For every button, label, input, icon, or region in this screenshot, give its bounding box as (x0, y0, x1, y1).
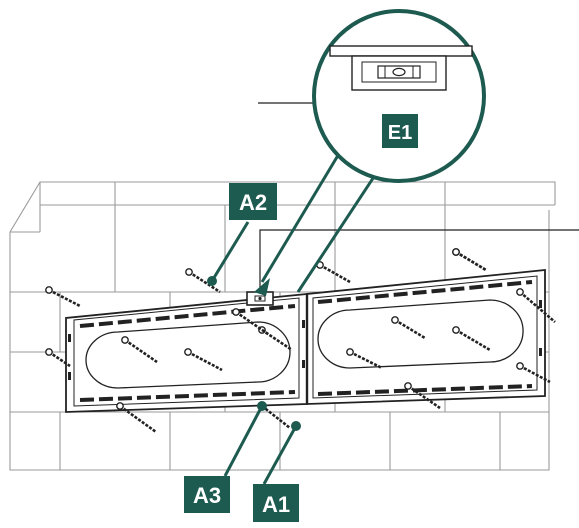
leader-dot-a1 (291, 421, 301, 431)
screw-shaft (519, 364, 551, 384)
screw-anchor-icon (45, 286, 81, 308)
label-e1-text: E1 (388, 122, 412, 144)
bracket-plate-right (306, 269, 546, 405)
wall-bracket (65, 269, 546, 413)
screw-head (45, 286, 53, 294)
zoom-connector (260, 151, 387, 293)
screw-head (346, 348, 354, 356)
screw-head (516, 362, 524, 370)
arrow-head-icon (254, 278, 270, 296)
screw-head (452, 248, 460, 256)
screw-shaft (124, 338, 158, 364)
label-a2: A2 (229, 183, 277, 220)
screw-shaft (48, 288, 81, 308)
screw-head (516, 288, 524, 296)
label-e1: E1 (382, 114, 418, 148)
screw-shaft (319, 263, 351, 284)
screw-shaft (455, 328, 491, 352)
screw-head (116, 402, 124, 410)
screw-shaft (349, 350, 383, 370)
screw-anchor-icon (452, 248, 487, 272)
screw-shaft (188, 270, 221, 294)
label-a2-text: A2 (239, 190, 267, 215)
screw-shaft (394, 318, 426, 340)
screw-anchor-icon (391, 316, 426, 340)
screw-shaft (519, 291, 556, 323)
screw-head (185, 268, 193, 276)
zoom-detail (312, 9, 486, 183)
label-a1: A1 (253, 484, 299, 522)
label-leaders (210, 221, 298, 485)
screw-shaft (407, 384, 441, 410)
screw-head (121, 336, 129, 344)
screw-anchor-icon (516, 362, 551, 384)
leader-dot-a3 (257, 401, 267, 411)
screw-anchor-icon (516, 288, 556, 323)
bubble-level-detail-icon (329, 45, 473, 91)
screw-anchor-icon (232, 308, 269, 336)
screw-head (232, 308, 240, 316)
screw-shaft (187, 350, 223, 372)
screw-anchors (45, 248, 556, 434)
screw-shaft (455, 250, 487, 272)
screw-anchor-icon (185, 268, 221, 294)
label-a3-text: A3 (193, 483, 221, 508)
callout-lines (258, 102, 579, 290)
screw-anchor-icon (404, 382, 441, 410)
screw-anchor-icon (45, 348, 71, 368)
screw-shaft (235, 310, 269, 336)
screw-anchor-icon (452, 326, 491, 352)
screw-anchor-icon (116, 402, 157, 434)
label-a1-text: A1 (262, 492, 290, 517)
screw-head (184, 348, 192, 356)
screw-head (452, 326, 460, 334)
screw-anchor-icon (184, 348, 223, 372)
screw-anchor-icon (121, 336, 158, 364)
screw-head (45, 348, 53, 356)
bubble-level-icon (246, 291, 274, 306)
screw-head (391, 316, 399, 324)
label-a3: A3 (184, 476, 230, 513)
screw-shaft (261, 404, 291, 430)
leader-dot-a2 (207, 276, 217, 286)
screw-anchor-icon (346, 348, 383, 370)
screw-shaft (119, 404, 157, 434)
screw-anchor-icon (316, 261, 351, 284)
screw-head (404, 382, 412, 390)
